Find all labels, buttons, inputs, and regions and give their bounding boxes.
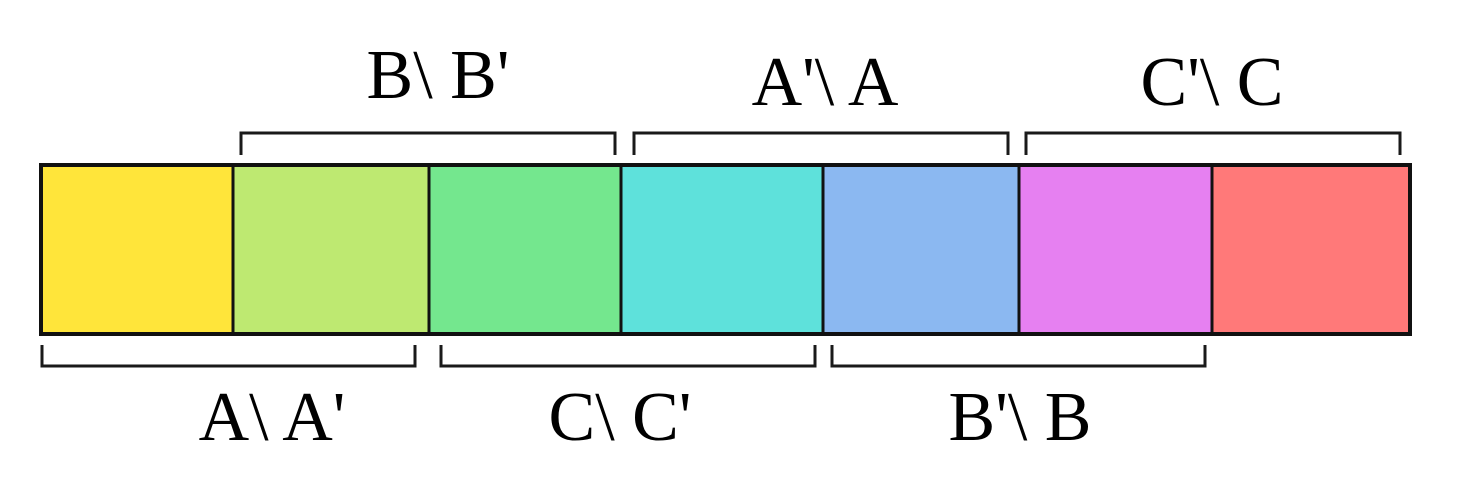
label-a-prime-minus-a: A'\ A — [752, 44, 899, 121]
label-b-prime-minus-b: B'\ B — [949, 379, 1092, 456]
label-c-prime-minus-c: C'\ C — [1141, 44, 1284, 121]
bracket-a-minus-a-prime — [40, 345, 417, 368]
color-cell-3 — [427, 163, 623, 336]
color-cell-7 — [1210, 163, 1412, 336]
label-a-minus-a-prime: A\ A' — [199, 379, 346, 456]
brackets — [40, 131, 1402, 368]
bracket-b-minus-b-prime — [239, 131, 617, 155]
color-strip — [39, 163, 1412, 336]
strip-border — [39, 163, 1412, 336]
label-c-minus-c-prime: C\ C' — [549, 379, 692, 456]
bracket-c-prime-minus-c — [1024, 131, 1402, 155]
color-cell-4 — [619, 163, 825, 336]
color-cell-6 — [1017, 163, 1214, 336]
bracket-a-prime-minus-a — [632, 131, 1010, 155]
color-cell-1 — [39, 163, 235, 336]
label-b-minus-b-prime: B\ B' — [367, 37, 510, 114]
bracket-b-prime-minus-b — [830, 345, 1207, 368]
color-cell-2 — [231, 163, 431, 336]
color-cell-5 — [821, 163, 1021, 336]
bracket-c-minus-c-prime — [439, 345, 817, 368]
